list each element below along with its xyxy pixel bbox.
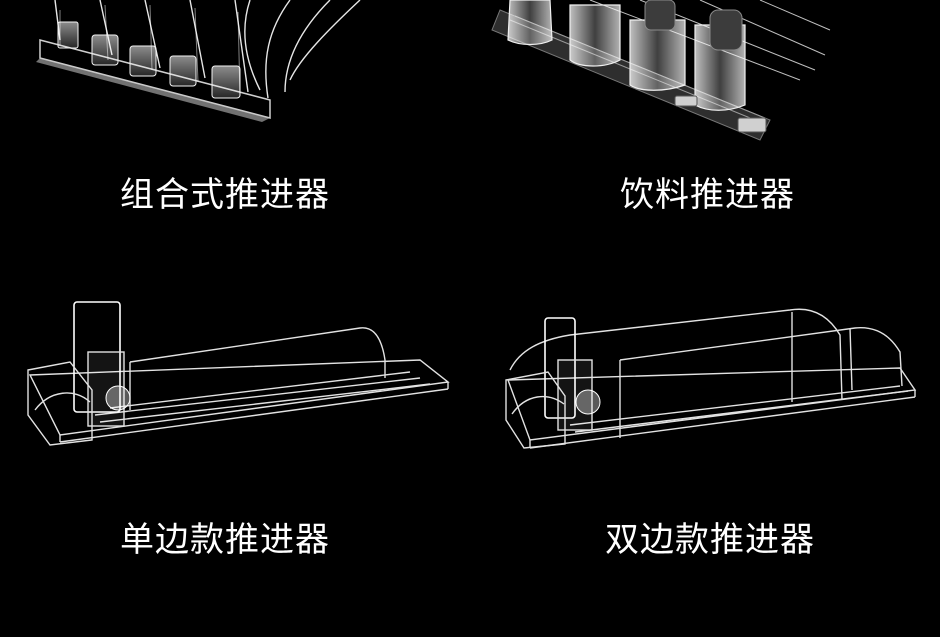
product-caption: 饮料推进器: [620, 175, 795, 215]
double-side-pusher-image: [505, 308, 917, 449]
product-card-double-side: 双边款推进器: [470, 290, 940, 590]
single-side-pusher-image: [27, 301, 450, 446]
product-caption: 组合式推进器: [120, 175, 330, 215]
product-card-modular: 组合式推进器: [0, 0, 470, 230]
beverage-pusher-image: [491, 0, 831, 141]
product-card-single-side: 单边款推进器: [0, 290, 470, 590]
product-caption: 双边款推进器: [605, 520, 815, 560]
modular-pusher-image: [36, 0, 361, 122]
product-card-beverage: 饮料推进器: [470, 0, 940, 230]
product-caption: 单边款推进器: [120, 520, 330, 560]
